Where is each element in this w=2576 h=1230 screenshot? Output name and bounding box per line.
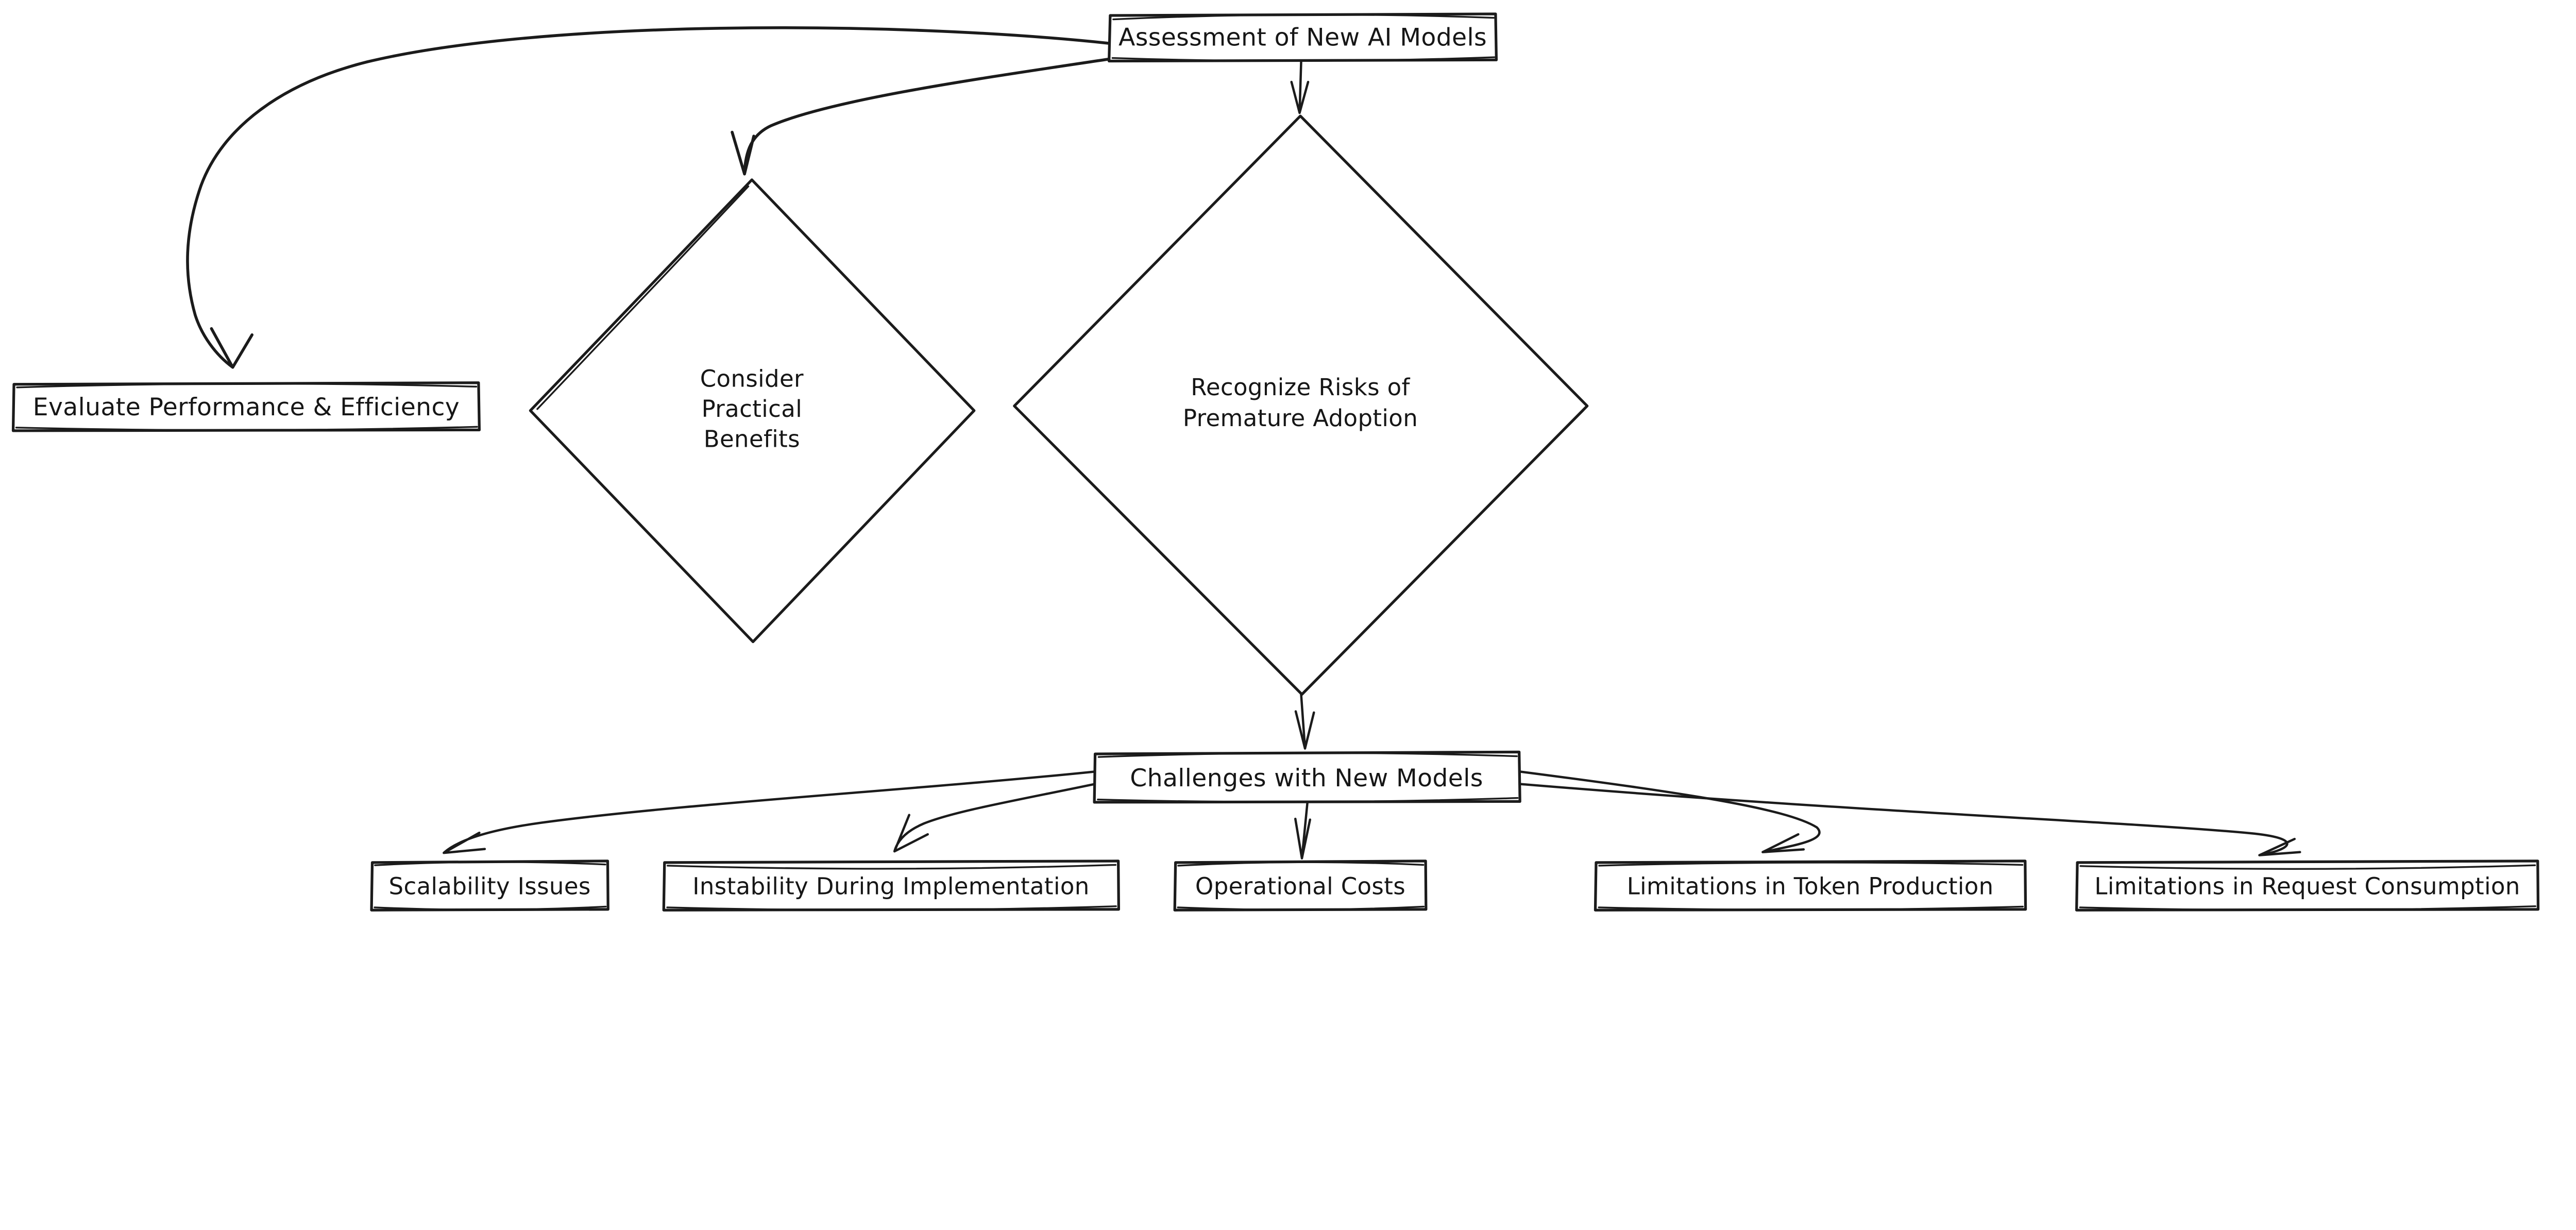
evaluate-label: Evaluate Performance & Efficiency: [33, 393, 460, 422]
assessment-box-sketch: [1111, 13, 1496, 62]
consider-diamond-sketch: [536, 185, 750, 410]
edge-assessment-consider: [731, 57, 1113, 176]
recognize-label-line1: Recognize Risks of: [1191, 374, 1410, 401]
instability-box-sketch: [666, 864, 1117, 911]
scalability-label: Scalability Issues: [389, 872, 591, 900]
token-box-sketch: [1598, 862, 2024, 911]
edge-challenges-token: [1519, 770, 1821, 853]
edge-challenges-request: [1519, 783, 2301, 856]
operational-box-sketch: [1177, 861, 1425, 911]
instability-label: Instability During Implementation: [692, 872, 1089, 900]
flowchart-canvas: Assessment of New AI Models Evaluate Per…: [11, 12, 2540, 912]
operational-label: Operational Costs: [1195, 872, 1405, 900]
request-label: Limitations in Request Consumption: [2094, 872, 2520, 900]
consider-label-line3: Benefits: [704, 425, 800, 452]
edge-challenges-instability: [893, 783, 1096, 853]
node-consider: Consider Practical Benefits: [529, 178, 976, 644]
edge-challenges-operational: [1294, 802, 1312, 860]
challenges-box-sketch: [1097, 752, 1519, 803]
instability-box: [662, 860, 1120, 912]
consider-diamond: [529, 178, 976, 644]
recognize-diamond-sketch: [1304, 410, 1584, 692]
token-label: Limitations in Token Production: [1627, 872, 1994, 900]
node-request: Limitations in Request Consumption: [2075, 860, 2540, 912]
consider-label-line1: Consider: [700, 365, 804, 392]
edge-assessment-recognize: [1290, 60, 1310, 114]
node-token: Limitations in Token Production: [1594, 860, 2027, 912]
edge-assessment-evaluate: [186, 26, 1111, 369]
node-evaluate: Evaluate Performance & Efficiency: [11, 381, 481, 432]
challenges-label: Challenges with New Models: [1130, 764, 1483, 793]
consider-label-line2: Practical: [702, 395, 803, 423]
edge-challenges-scalability: [443, 770, 1095, 854]
node-assessment: Assessment of New AI Models: [1107, 12, 1498, 63]
node-recognize: Recognize Risks of Premature Adoption: [1013, 114, 1589, 696]
edge-recognize-challenges: [1294, 693, 1315, 750]
token-box: [1594, 860, 2027, 912]
node-scalability: Scalability Issues: [370, 860, 609, 912]
recognize-label-line2: Premature Adoption: [1183, 405, 1418, 432]
assessment-label: Assessment of New AI Models: [1118, 24, 1487, 52]
scalability-box-sketch: [374, 861, 607, 911]
node-operational: Operational Costs: [1173, 860, 1428, 912]
operational-box: [1173, 860, 1428, 912]
request-box: [2075, 860, 2540, 912]
node-challenges: Challenges with New Models: [1093, 750, 1521, 804]
request-box-sketch: [2079, 864, 2536, 911]
node-instability: Instability During Implementation: [662, 860, 1120, 912]
edges: [186, 26, 2301, 860]
evaluate-box-sketch: [15, 382, 478, 431]
